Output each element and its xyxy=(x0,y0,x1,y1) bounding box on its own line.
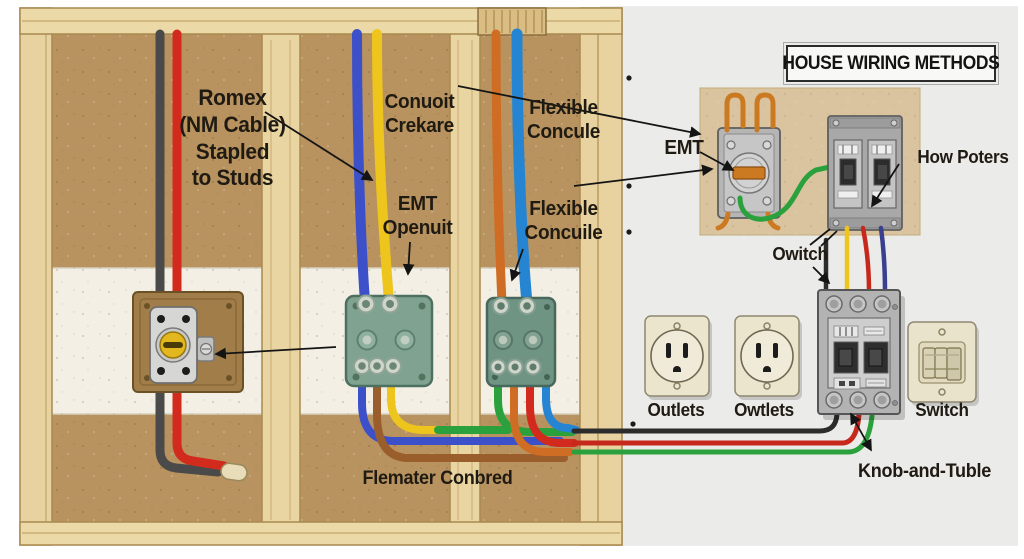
breaker-module xyxy=(833,139,863,209)
label-knob-and-tube: Knob-and-Tuble xyxy=(858,461,992,482)
emt-inset-illustration xyxy=(699,87,921,236)
arrow-to-wall-outlet xyxy=(214,346,337,360)
diagram-title: HOUSE WIRING METHODS xyxy=(783,42,1000,85)
label-emt: EMT xyxy=(664,137,704,159)
label-emt-conduit: EMT Openuit xyxy=(382,193,453,240)
arrow-emt-label xyxy=(699,151,735,171)
arrow-romex-to-wire xyxy=(264,111,374,181)
arrow-owitch-down xyxy=(812,266,831,285)
label-switch: Switch xyxy=(915,400,969,420)
diagram-title-text: HOUSE WIRING METHODS xyxy=(782,52,1000,74)
panel-outlet-2 xyxy=(734,315,803,401)
arrow-owitch-up-1 xyxy=(809,228,831,246)
cyan-flexible-conduit xyxy=(511,28,533,309)
inset-breaker-panel xyxy=(827,115,903,231)
gray-switch-box xyxy=(817,289,905,420)
panel-edge-dots xyxy=(626,75,636,427)
annotation-arrows xyxy=(214,85,900,452)
inset-emt-device xyxy=(717,127,781,219)
arrow-to-inset-device xyxy=(573,164,714,187)
label-romex: Romex (NM Cable) Stapled to Studs xyxy=(179,85,286,191)
wall-outlet-assembly xyxy=(132,291,244,393)
label-flemater: Flemater Conbred xyxy=(362,468,513,489)
wall-wires xyxy=(155,28,580,477)
yellow-emt-conduit xyxy=(372,29,394,307)
junction-box-2 xyxy=(485,296,557,388)
arrow-owitch-up-2 xyxy=(820,230,838,247)
blue-conduit xyxy=(352,29,370,307)
arrow-emt-conduit-down xyxy=(402,241,415,276)
stud xyxy=(261,31,301,529)
romex-red-wire xyxy=(172,29,229,471)
inset-to-box-wires xyxy=(823,225,888,295)
wall-frame-right xyxy=(579,7,623,546)
arrow-conduit-to-inset xyxy=(457,85,702,138)
arrow-how-poters xyxy=(871,163,900,208)
label-outlets: Outlets xyxy=(647,400,705,420)
panel-outlet-1 xyxy=(644,315,713,401)
arrow-knob-and-tube xyxy=(850,412,872,452)
wall-frame-left xyxy=(19,7,53,546)
label-flexible-conduit-top: Flexible Concule xyxy=(527,97,600,144)
junction-box-1 xyxy=(344,294,434,388)
cut-lumber-end xyxy=(477,7,547,36)
label-owtlets: Owtlets xyxy=(734,400,794,420)
stud-wall xyxy=(19,7,623,546)
romex-black-wire xyxy=(155,29,223,477)
wire-connector xyxy=(220,462,248,482)
orange-conduit xyxy=(491,29,507,308)
label-owitch: Owitch xyxy=(772,244,828,264)
label-how-poters: How Poters xyxy=(917,147,1009,167)
label-conduit: Conuoit Crekare xyxy=(384,91,455,138)
label-flexible-conduit-mid: Flexible Concuile xyxy=(524,198,603,245)
inset-green-wire xyxy=(737,163,837,222)
arrow-flexible-down xyxy=(509,248,524,282)
beige-switch xyxy=(907,321,979,406)
